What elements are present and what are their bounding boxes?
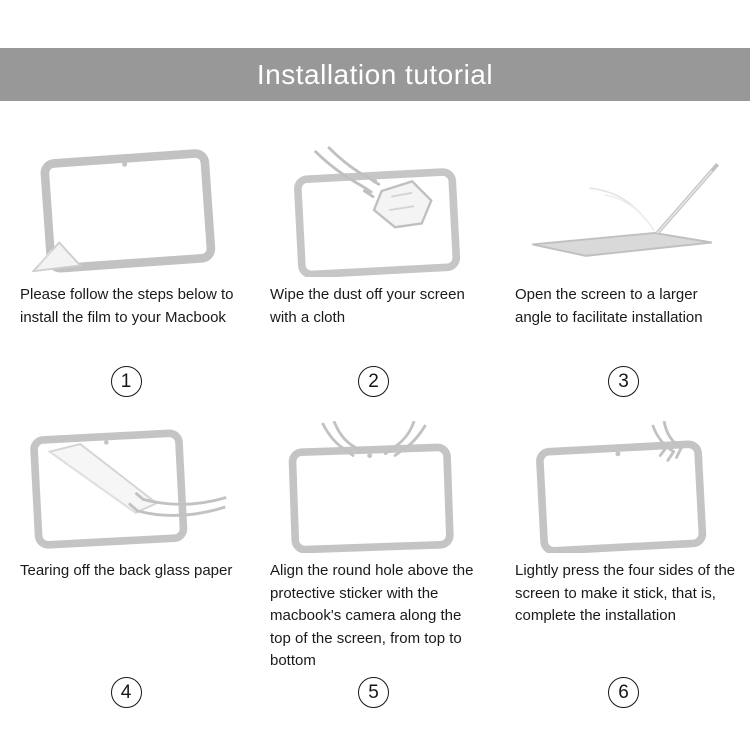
step-1-caption: Please follow the steps below to install…	[20, 286, 234, 326]
steps-row-2: Tearing off the back glass paper 4	[0, 418, 750, 718]
film-corner-peel-icon	[30, 149, 216, 273]
step-number-badge: 3	[608, 366, 639, 397]
step-1: Please follow the steps below to install…	[0, 142, 250, 407]
step-4-illustration	[10, 418, 242, 556]
step-3: Open the screen to a larger angle to fac…	[495, 142, 750, 407]
step-6-caption: Lightly press the four sides of the scre…	[515, 562, 736, 624]
step-5-illustration	[260, 418, 487, 556]
step-6: Lightly press the four sides of the scre…	[495, 418, 750, 718]
step-number-badge: 6	[608, 677, 639, 708]
step-6-illustration	[505, 418, 742, 556]
step-4: Tearing off the back glass paper 4	[0, 418, 250, 718]
hands-wiping-cloth-icon	[293, 146, 460, 277]
step-number-badge: 2	[358, 366, 389, 397]
steps-row-1: Please follow the steps below to install…	[0, 142, 750, 407]
laptop-open-wide-icon	[531, 162, 719, 257]
step-4-number: 4	[10, 677, 242, 718]
step-3-illustration	[505, 142, 742, 280]
step-2-illustration	[260, 142, 487, 280]
tearing-back-paper-icon	[30, 429, 227, 549]
step-3-caption: Open the screen to a larger angle to fac…	[515, 286, 703, 326]
step-1-number: 1	[10, 366, 242, 407]
step-2: Wipe the dust off your screen with a clo…	[250, 142, 495, 407]
step-3-number: 3	[505, 366, 742, 407]
step-number-badge: 5	[358, 677, 389, 708]
step-6-number: 6	[505, 677, 742, 718]
step-number-badge: 4	[110, 677, 142, 708]
step-2-caption: Wipe the dust off your screen with a clo…	[270, 286, 465, 326]
tutorial-banner: Installation tutorial	[0, 48, 750, 101]
press-four-sides-icon	[535, 421, 706, 553]
step-5-caption: Align the round hole above the protectiv…	[270, 562, 474, 669]
step-5-number: 5	[260, 677, 487, 718]
page-title: Installation tutorial	[256, 58, 494, 90]
step-number-badge: 1	[110, 366, 142, 397]
step-1-illustration	[10, 142, 242, 280]
align-camera-hole-icon	[288, 421, 454, 553]
step-4-caption: Tearing off the back glass paper	[20, 562, 233, 579]
step-5: Align the round hole above the protectiv…	[250, 418, 495, 718]
step-2-number: 2	[260, 366, 487, 407]
